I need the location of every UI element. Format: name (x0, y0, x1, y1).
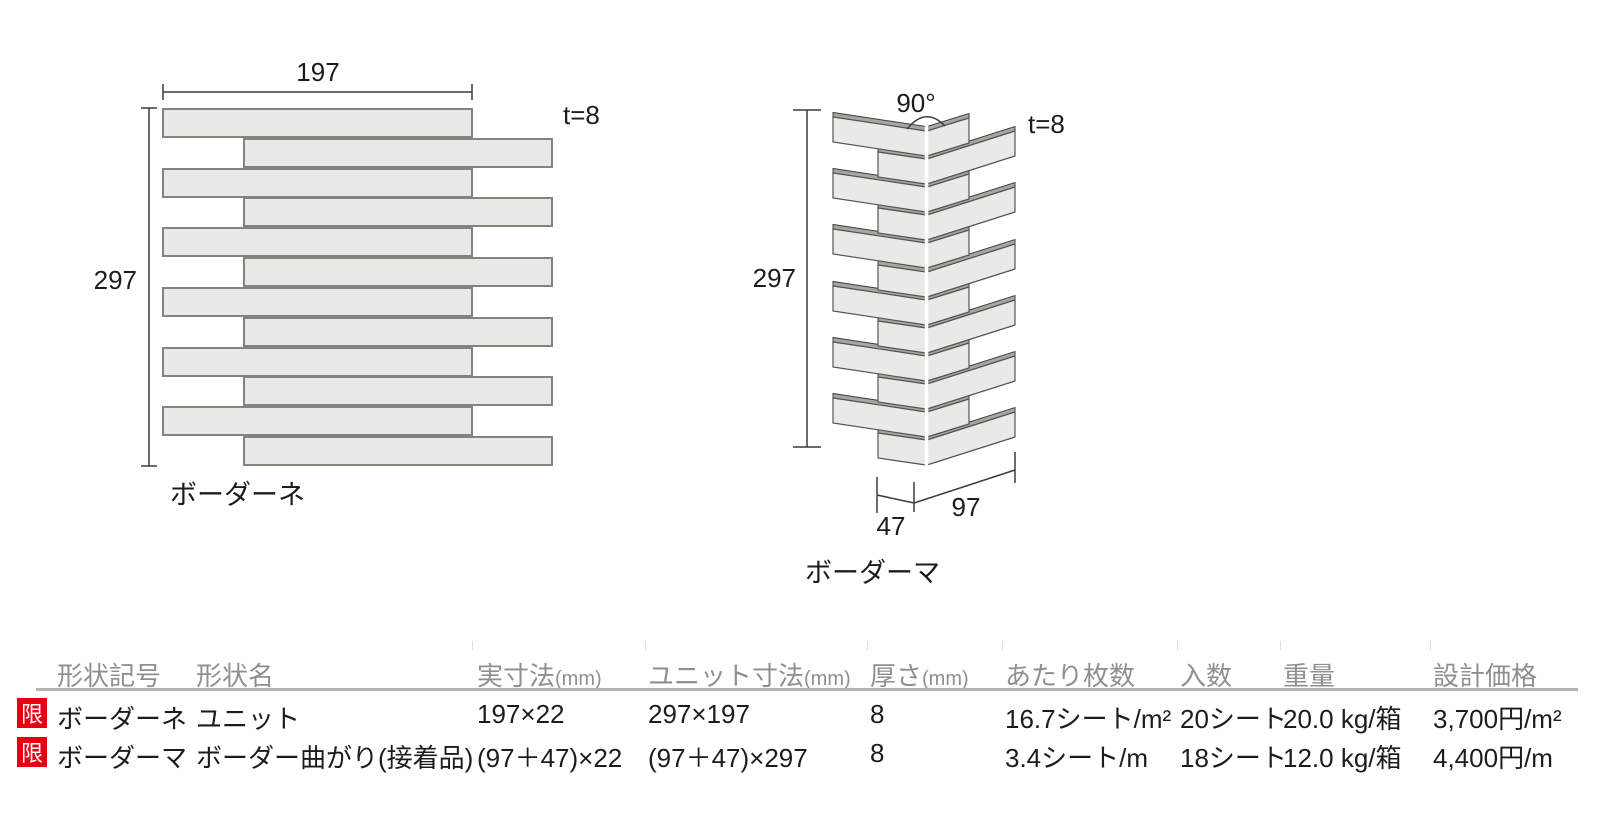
corner-height-dimension-label: 297 (753, 263, 796, 293)
corner-angle-label: 90° (896, 88, 935, 118)
header-unit-size: ユニット寸法(mm) (648, 661, 851, 691)
header-weight: 重量 (1283, 661, 1336, 691)
cell-sheets-per: 3.4シート/m (1005, 743, 1149, 773)
unit-tile (162, 227, 473, 257)
cell-shape-code: ボーダーネ (57, 704, 188, 734)
cell-weight: 12.0 kg/箱 (1283, 743, 1402, 773)
unit-tile (162, 287, 473, 317)
limited-badge: 限 (17, 737, 47, 767)
unit-tile (243, 376, 553, 406)
column-divider (1430, 641, 1431, 651)
cell-sheets-per: 16.7シート/m² (1005, 704, 1172, 734)
corner-thickness-label: t=8 (1028, 109, 1065, 139)
cell-quantity: 18シート (1180, 743, 1287, 773)
column-divider (472, 641, 473, 651)
cell-thickness: 8 (870, 738, 885, 768)
corner-diagram-tiles (832, 111, 1016, 466)
corner-right-width-label: 97 (952, 492, 981, 522)
unit-tile (243, 436, 553, 466)
column-divider (1280, 641, 1281, 651)
cell-shape-code: ボーダーマ (57, 743, 188, 773)
cell-price: 3,700円/m² (1433, 704, 1562, 734)
unit-tile (162, 347, 473, 377)
unit-tile (162, 108, 473, 138)
header-shape-code: 形状記号 (57, 661, 162, 691)
unit-diagram-tiles (162, 108, 553, 466)
unit-diagram-dimensions (141, 84, 473, 467)
cell-unit-size: 297×197 (648, 699, 750, 729)
unit-tile (243, 197, 553, 227)
corner-caption: ボーダーマ (805, 558, 940, 588)
header-separator-line (36, 688, 1578, 691)
corner-left-depth-label: 47 (877, 511, 906, 541)
column-divider (867, 641, 868, 651)
unit-tile (243, 138, 553, 168)
unit-tile (162, 406, 473, 436)
unit-thickness-label: t=8 (563, 100, 600, 130)
column-divider (1177, 641, 1178, 651)
cell-shape-name: ボーダー曲がり(接着品) (196, 743, 474, 773)
column-divider (645, 641, 646, 651)
header-actual-size: 実寸法(mm) (477, 661, 602, 691)
header-shape-name: 形状名 (196, 661, 275, 691)
header-quantity: 入数 (1180, 661, 1233, 691)
unit-tile (162, 168, 473, 198)
corner-diagram-dimensions (793, 109, 1016, 513)
cell-actual-size: (97＋47)×22 (477, 743, 623, 773)
header-sheets-per: あたり枚数 (1005, 661, 1136, 691)
cell-thickness: 8 (870, 699, 885, 729)
unit-width-dimension-label: 197 (296, 57, 339, 87)
cell-weight: 20.0 kg/箱 (1283, 704, 1402, 734)
cell-unit-size: (97＋47)×297 (648, 743, 808, 773)
cell-quantity: 20シート (1180, 704, 1287, 734)
unit-tile (243, 317, 553, 347)
column-divider (1002, 641, 1003, 651)
header-price: 設計価格 (1433, 661, 1538, 691)
unit-tile (243, 257, 553, 287)
header-thickness: 厚さ(mm) (870, 661, 969, 691)
cell-actual-size: 197×22 (477, 699, 565, 729)
cell-shape-name: ユニット (196, 704, 301, 734)
limited-badge: 限 (17, 698, 47, 728)
unit-height-dimension-label: 297 (94, 265, 137, 295)
angle-arc (906, 116, 946, 130)
cell-price: 4,400円/m (1433, 743, 1553, 773)
unit-caption: ボーダーネ (170, 480, 305, 510)
